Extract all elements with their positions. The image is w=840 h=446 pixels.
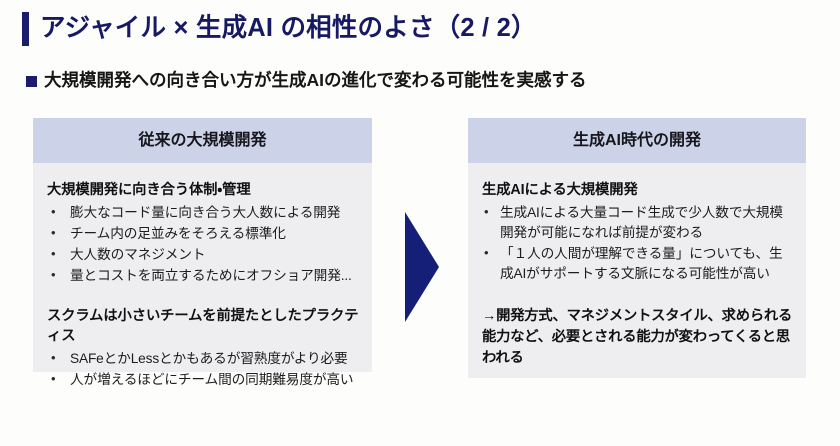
list-item: 生成AIによる大量コード生成で少人数で大規模開発が可能になれば前提が変わる xyxy=(482,203,794,243)
panel-header-right-label: 生成AI時代の開発 xyxy=(572,131,701,149)
title-accent-bar xyxy=(22,12,29,46)
right-arrow-icon xyxy=(405,212,439,322)
block-spacer xyxy=(47,292,360,306)
panel-header-left: 従来の大規模開発 xyxy=(33,118,372,163)
list-item: 人が増えるほどにチーム間の同期難易度が高い xyxy=(47,370,360,390)
block-spacer xyxy=(482,290,794,304)
panel-header-right: 生成AI時代の開発 xyxy=(468,118,806,163)
left-block-scrum: スクラムは小さいチームを前提たとしたプラクティス SAFeとかLessとかもある… xyxy=(47,306,360,390)
left-block-structure: 大規模開発に向き合う体制・管理 膨大なコード量に向き合う大人数による開発 チーム… xyxy=(47,180,360,286)
panel-header-left-label: 従来の大規模開発 xyxy=(138,131,267,149)
left-block-scrum-heading: スクラムは小さいチームを前提たとしたプラクティス xyxy=(47,307,359,345)
panel-body-left: 大規模開発に向き合う体制・管理 膨大なコード量に向き合う大人数による開発 チーム… xyxy=(33,163,372,389)
panel-body-right: 生成AIによる大規模開発 生成AIによる大量コード生成で少人数で大規模開発が可能… xyxy=(468,163,806,378)
list-item: 量とコストを両立するためにオフショア開発... xyxy=(47,266,360,286)
subheadline-text: 大規模開発への向き合い方が生成AIの進化で変わる可能性を実感する xyxy=(44,70,587,91)
right-block-genai-heading: 生成AIによる大規模開発 xyxy=(482,182,638,198)
panel-traditional-development: 従来の大規模開発 大規模開発に向き合う体制・管理 膨大なコード量に向き合う大人数… xyxy=(33,118,372,389)
right-panel-conclusion: →開発方式、マネジメントスタイル、求められる能力など、必要とされる能力が変わって… xyxy=(482,307,793,367)
left-block-structure-heading: 大規模開発に向き合う体制・管理 xyxy=(47,182,251,198)
subheadline: 大規模開発への向き合い方が生成AIの進化で変わる可能性を実感する xyxy=(26,68,587,94)
title-text: アジャイル × 生成AI の相性のよさ（2 / 2） xyxy=(40,14,537,43)
left-block-scrum-list: SAFeとかLessとかもあるが習熟度がより必要 人が増えるほどにチーム間の同期… xyxy=(47,349,360,390)
right-block-genai: 生成AIによる大規模開発 生成AIによる大量コード生成で少人数で大規模開発が可能… xyxy=(482,180,794,284)
right-block-genai-list: 生成AIによる大量コード生成で少人数で大規模開発が可能になれば前提が変わる 「１… xyxy=(482,203,794,284)
page-title: アジャイル × 生成AI の相性のよさ（2 / 2） xyxy=(22,10,537,48)
list-item: チーム内の足並みをそろえる標準化 xyxy=(47,224,360,244)
square-bullet-icon xyxy=(26,75,37,87)
list-item: 膨大なコード量に向き合う大人数による開発 xyxy=(47,203,360,223)
list-item: SAFeとかLessとかもあるが習熟度がより必要 xyxy=(47,349,360,369)
panel-genai-era-development: 生成AI時代の開発 生成AIによる大規模開発 生成AIによる大量コード生成で少人… xyxy=(468,118,806,378)
list-item: 「１人の人間が理解できる量」についても、生成AIがサポートする文脈になる可能性が… xyxy=(482,244,794,284)
list-item: 大人数のマネジメント xyxy=(47,245,360,265)
left-block-structure-list: 膨大なコード量に向き合う大人数による開発 チーム内の足並みをそろえる標準化 大人… xyxy=(47,203,360,286)
